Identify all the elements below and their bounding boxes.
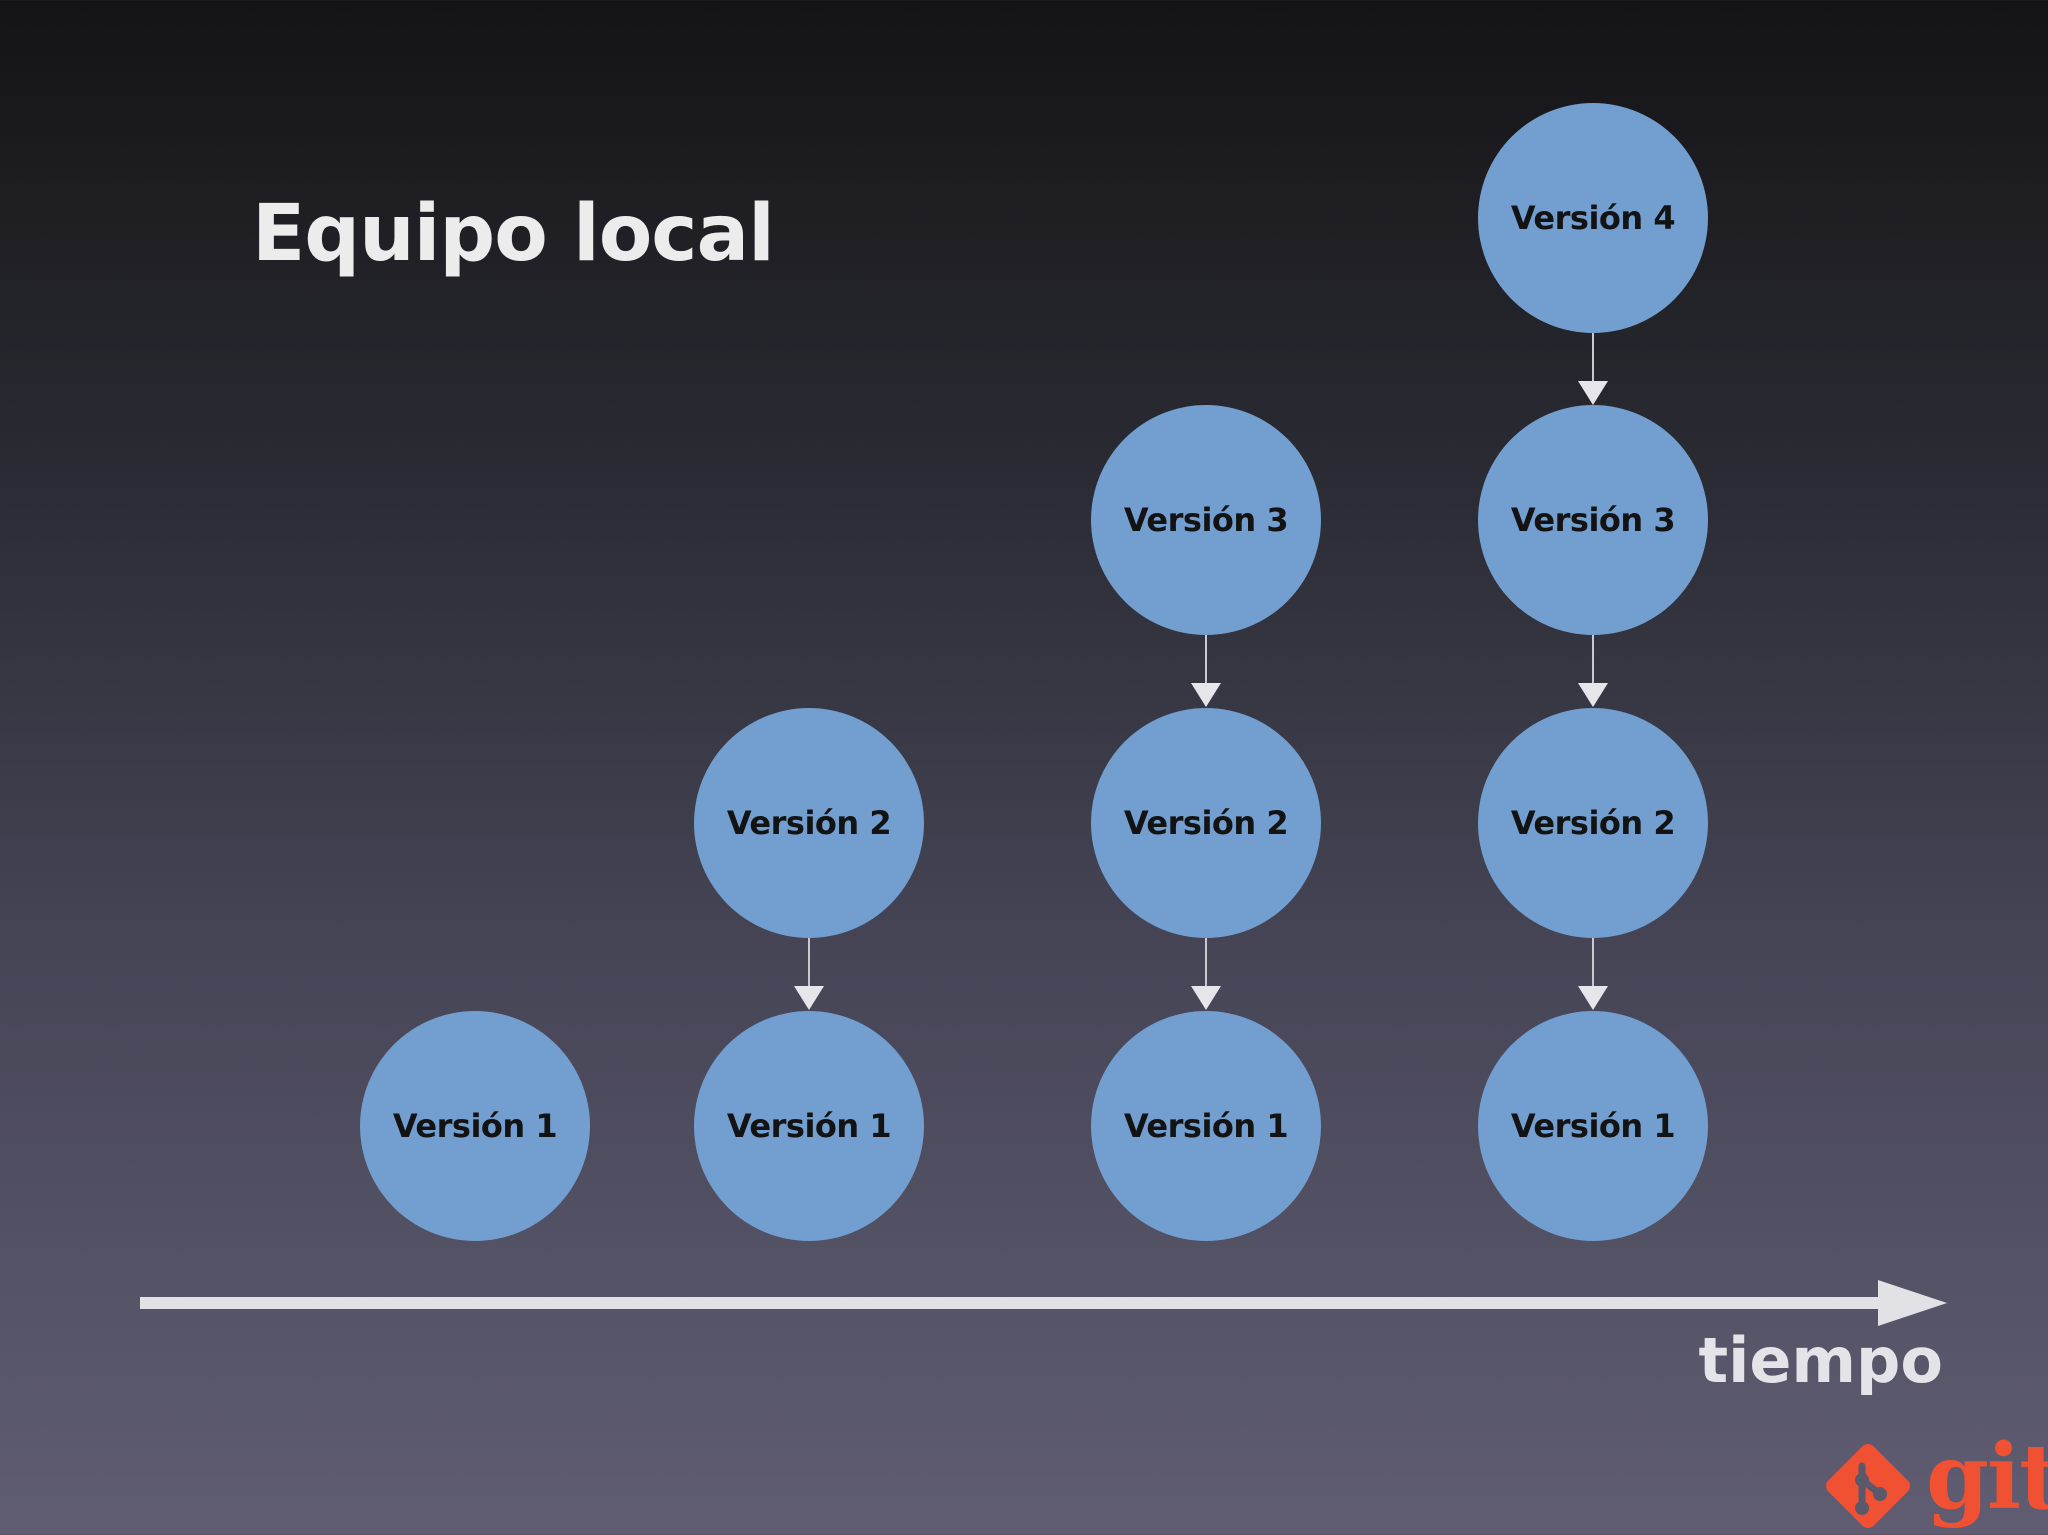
version-node: Versión 2	[1478, 708, 1708, 938]
version-node: Versión 1	[1091, 1011, 1321, 1241]
version-node: Versión 3	[1478, 405, 1708, 635]
version-label: Versión 1	[726, 1107, 892, 1145]
version-node: Versión 2	[1091, 708, 1321, 938]
version-label: Versión 1	[1510, 1107, 1676, 1145]
version-node: Versión 2	[694, 708, 924, 938]
arrowhead-down-icon	[1191, 986, 1221, 1010]
version-label: Versión 2	[726, 804, 892, 842]
version-node: Versión 3	[1091, 405, 1321, 635]
version-label: Versión 3	[1510, 501, 1676, 539]
version-label: Versión 2	[1123, 804, 1289, 842]
arrowhead-down-icon	[1578, 683, 1608, 707]
version-label: Versión 2	[1510, 804, 1676, 842]
arrowhead-down-icon	[1578, 986, 1608, 1010]
arrowhead-down-icon	[794, 986, 824, 1010]
version-label: Versión 4	[1510, 199, 1676, 237]
git-logo: git	[1818, 1432, 2048, 1535]
version-node: Versión 1	[1478, 1011, 1708, 1241]
version-node: Versión 1	[694, 1011, 924, 1241]
version-label: Versión 3	[1123, 501, 1289, 539]
time-axis-label: tiempo	[1698, 1324, 1943, 1397]
time-axis-arrowhead	[1878, 1280, 1947, 1326]
version-node: Versión 4	[1478, 103, 1708, 333]
git-logo-icon	[1826, 1444, 1910, 1528]
slide-title: Equipo local	[252, 189, 775, 279]
version-node: Versión 1	[360, 1011, 590, 1241]
version-label: Versión 1	[1123, 1107, 1289, 1145]
arrowhead-down-icon	[1578, 381, 1608, 405]
version-label: Versión 1	[392, 1107, 558, 1145]
arrowhead-down-icon	[1191, 683, 1221, 707]
git-wordmark: git	[1926, 1424, 2048, 1530]
